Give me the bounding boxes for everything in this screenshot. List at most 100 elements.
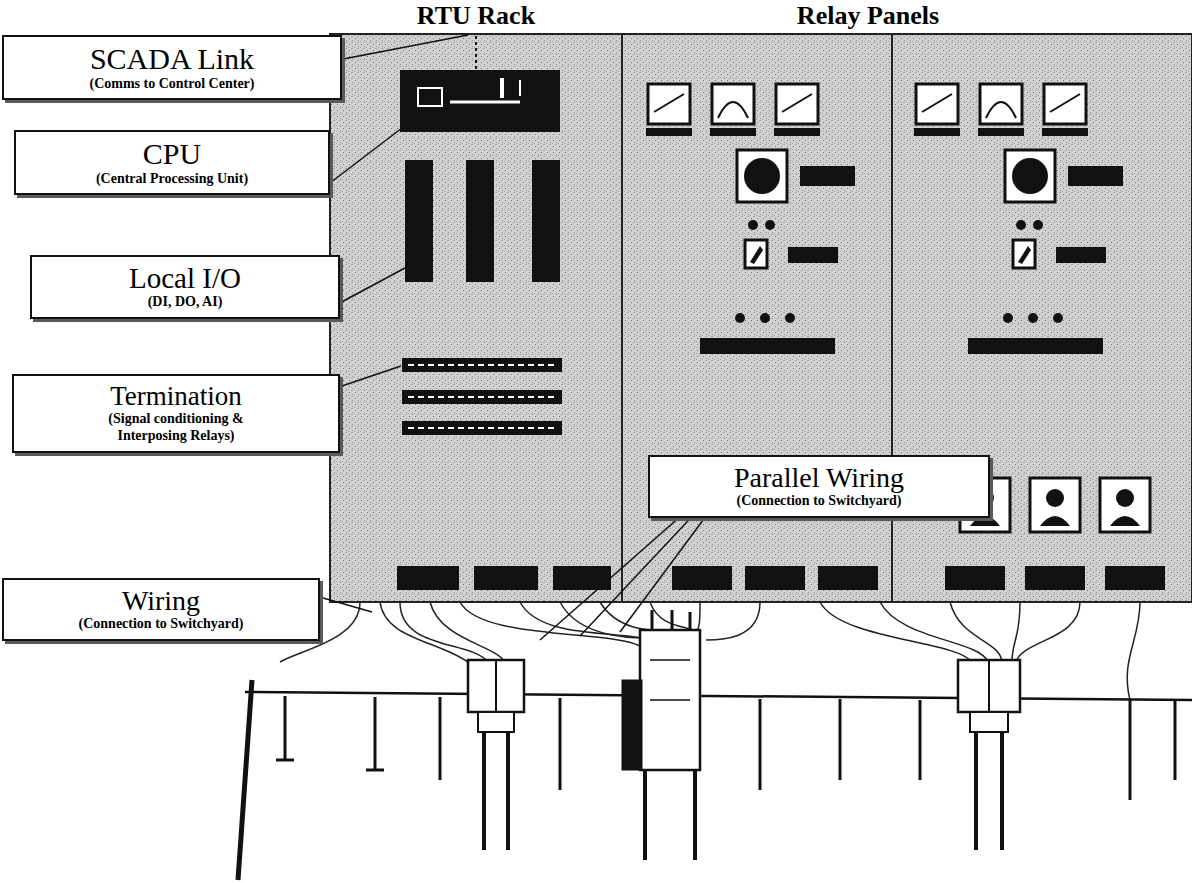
callout-subtitle: (DI, DO, AI) (148, 294, 223, 311)
relay-panel-equipment (776, 84, 818, 124)
control-wiring (1016, 602, 1080, 662)
switchyard (1129, 700, 1132, 800)
relay-panel-equipment (788, 247, 838, 263)
switchyard (643, 770, 647, 860)
relay-panel-equipment (945, 566, 1005, 590)
relay-panel-equipment (800, 166, 855, 186)
relay-panel-equipment (782, 94, 812, 112)
relay-panel-equipment (648, 84, 690, 124)
switchyard (559, 698, 562, 790)
switchyard (622, 680, 642, 770)
relay-panel-equipment (1003, 313, 1013, 323)
switchyard (468, 660, 524, 712)
control-wiring (820, 602, 972, 662)
callout-title: Parallel Wiring (734, 462, 904, 493)
relay-panel-equipment (968, 338, 1103, 354)
leader-lines (338, 35, 468, 60)
cabinet-panels (330, 34, 1192, 602)
leader-lines (336, 366, 401, 388)
relay-panel-equipment (1110, 516, 1140, 526)
switchyard (245, 692, 1192, 700)
leader-lines (540, 508, 690, 640)
relay-panel-equipment (1044, 84, 1086, 124)
rtu-rack-equipment (466, 160, 494, 282)
panel-label: Relay Panels (797, 2, 939, 31)
switchyard (238, 680, 252, 880)
relay-panel-equipment (818, 566, 878, 590)
relay-panel-equipment (744, 158, 780, 194)
switchyard (974, 732, 978, 850)
relay-panel-equipment (986, 102, 1016, 118)
rtu-rack-equipment (450, 101, 520, 104)
switchyard (506, 732, 510, 850)
relay-panel-equipment (672, 566, 732, 590)
rtu-rack-equipment (397, 36, 611, 590)
rtu-rack-equipment (532, 160, 560, 282)
relay-panel-equipment (980, 84, 1022, 124)
cabinet-panels (621, 34, 623, 602)
relay-panel-equipment (1028, 313, 1038, 323)
relay-panel-equipment (978, 128, 1024, 136)
relay-panel-equipment (1025, 566, 1085, 590)
leader-lines (326, 128, 402, 186)
callout-subtitle: (Connection to Switchyard) (737, 493, 902, 510)
control-wiring (380, 602, 472, 665)
switchyard (650, 659, 690, 661)
switchyard (919, 700, 922, 780)
leader-lines (580, 508, 700, 636)
callout-box: Termination(Signal conditioning & Interp… (12, 374, 340, 453)
relay-panel-equipment (922, 94, 952, 112)
relay-panel-equipment (700, 338, 835, 354)
relay-panel-equipment (1053, 313, 1063, 323)
switchyard (759, 699, 762, 790)
rtu-rack-equipment (402, 421, 562, 435)
relay-panel-equipment (1030, 478, 1080, 532)
relay-panel-equipment (1016, 220, 1026, 230)
relay-panel-equipment (1040, 516, 1070, 526)
callout-box: Wiring(Connection to Switchyard) (2, 578, 320, 641)
rtu-rack-equipment (500, 78, 504, 98)
callout-subtitle: (Signal conditioning & Interposing Relay… (76, 411, 276, 445)
switchyard (693, 770, 697, 860)
relay-panel-equipment (1012, 158, 1048, 194)
rtu-rack-equipment (402, 390, 562, 404)
control-wiring (400, 602, 488, 662)
switchyard (1000, 732, 1004, 850)
callout-title: Local I/O (129, 262, 241, 294)
switchyard (651, 610, 654, 630)
control-wiring (706, 602, 760, 640)
relay-panel-equipment (1050, 94, 1080, 112)
rtu-rack-equipment (408, 364, 556, 366)
control-wiring (1012, 602, 1020, 662)
switchyard (482, 732, 486, 850)
relay-panel-equipment (745, 566, 805, 590)
relay-panel-equipment (1005, 150, 1055, 202)
switchyard (689, 612, 692, 630)
relay-panel-equipment (1018, 246, 1031, 264)
switchyard (495, 660, 497, 712)
rtu-rack-equipment (397, 566, 459, 590)
rtu-rack-equipment (474, 566, 538, 590)
relay-panel-equipment (718, 102, 748, 118)
panel-label: RTU Rack (417, 2, 535, 31)
relay-panel-equipment (914, 128, 960, 136)
callout-subtitle: (Comms to Control Center) (90, 76, 255, 93)
control-wiring (950, 602, 1002, 662)
relay-panel-equipment (1068, 166, 1123, 186)
rtu-rack-equipment (402, 358, 562, 372)
relay-panel-equipment (774, 128, 820, 136)
relay-panel-equipment (654, 94, 684, 112)
callout-title: Wiring (122, 585, 200, 616)
relay-panel-equipment (712, 84, 754, 124)
switchyard (640, 630, 700, 770)
relay-panel-equipment (765, 220, 775, 230)
relay-panel-equipment (710, 128, 756, 136)
switchyard (366, 769, 384, 772)
switchyard (374, 697, 377, 770)
callout-subtitle: (Connection to Switchyard) (79, 616, 244, 633)
callout-title: Termination (110, 381, 242, 411)
switchyard (276, 759, 294, 762)
switchyard (238, 610, 1192, 880)
callout-subtitle: (Central Processing Unit) (96, 171, 248, 188)
